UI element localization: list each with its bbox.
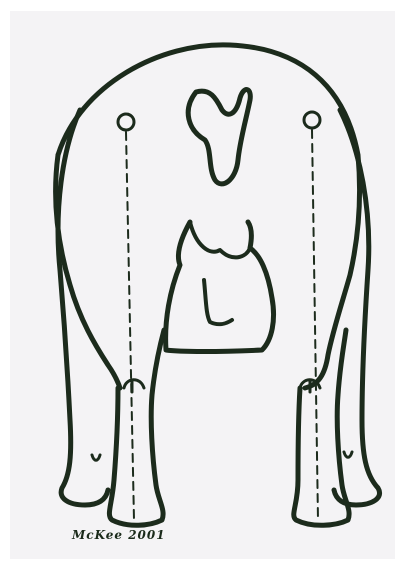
artist-signature: McKee 2001 [72,528,166,542]
udder-outline [166,222,274,352]
left-inner-leg [109,330,164,525]
udder-quarters [190,222,250,257]
udder-crease [204,280,232,324]
right-pin-bone-marker [304,112,320,128]
tail-head [188,90,250,184]
left-outer-leg [58,110,108,505]
left-pin-bone-marker [118,114,134,130]
left-hock [124,380,144,388]
right-inner-leg [294,330,349,525]
right-dewclaw [344,452,352,457]
left-dewclaw [92,455,100,460]
left-plumb-line [126,132,134,520]
right-plumb-line [312,130,318,520]
body-outline [58,45,360,388]
